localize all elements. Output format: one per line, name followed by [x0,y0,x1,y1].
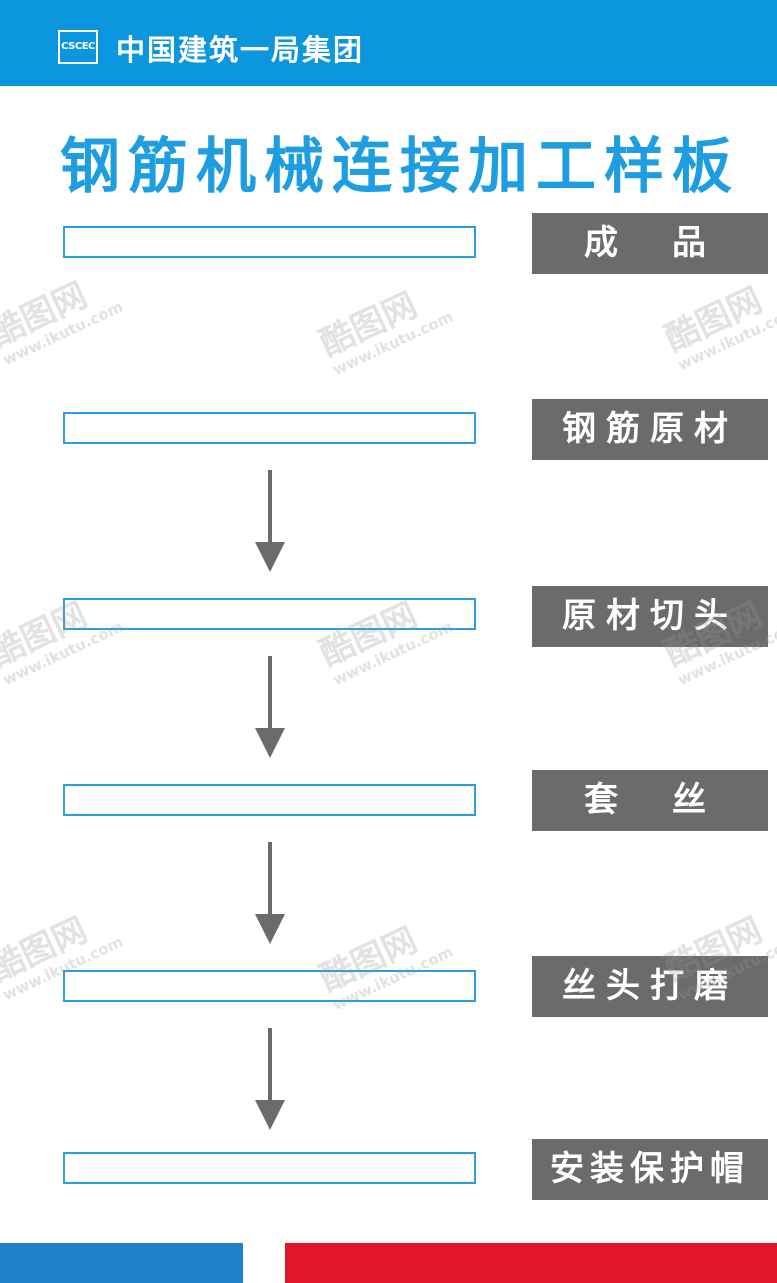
sample-slot-thread [63,784,476,816]
header-bar: CSCEC 中国建筑一局集团 [0,0,777,86]
company-logo: CSCEC [58,30,98,64]
company-name: 中国建筑一局集团 [116,33,365,67]
step-label-thread: 套 丝 [532,770,768,831]
arrow-down-icon [255,842,285,944]
sample-slot-raw [63,412,476,444]
sample-slot-polish [63,970,476,1002]
watermark: 酷图网 www.ikutu.com [313,285,456,380]
arrow-down-icon [255,656,285,758]
footer-stripe-red [285,1243,777,1283]
step-label-raw: 钢筋原材 [532,399,768,460]
watermark: 酷图网 www.ikutu.com [658,280,777,375]
sample-slot-finished [63,226,476,258]
watermark: 酷图网 www.ikutu.com [0,275,126,370]
step-label-cut: 原材切头 [532,586,768,647]
footer-stripe-blue [0,1243,243,1283]
step-label-finished: 成 品 [532,213,768,274]
sample-slot-cap [63,1152,476,1184]
sample-slot-cut [63,598,476,630]
page-title: 钢筋机械连接加工样板 [60,132,740,202]
arrow-down-icon [255,1028,285,1130]
step-label-cap: 安装保护帽 [532,1139,768,1200]
step-label-polish: 丝头打磨 [532,956,768,1017]
arrow-down-icon [255,470,285,572]
